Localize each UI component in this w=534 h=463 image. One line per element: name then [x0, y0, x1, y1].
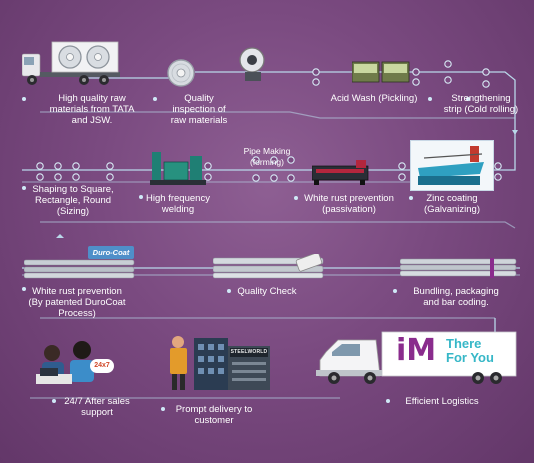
label-hf-welding: High frequency welding [146, 193, 210, 215]
step-dot [139, 195, 143, 199]
label-white-rust-durocoat: White rust prevention (By patented DuroC… [28, 286, 126, 319]
uncoiler-machine-illustration [239, 47, 265, 81]
step-dot [153, 97, 157, 101]
acid-wash-tanks-illustration [352, 61, 410, 83]
label-raw-materials: High quality raw materials from TATA and… [49, 93, 135, 126]
truck-brand-line2: For You [446, 350, 494, 365]
step-dot [22, 97, 26, 101]
label-delivery: Prompt delivery to customer [175, 404, 253, 426]
label-logistics: Efficient Logistics [405, 396, 479, 407]
bundled-pipes-illustration [400, 258, 517, 278]
step-dot [393, 289, 397, 293]
speech-bubble: 24x7 [90, 359, 114, 373]
label-bundling: Bundling, packaging and bar coding. [413, 286, 499, 308]
step-dot [22, 186, 26, 190]
raw-material-truck-illustration [22, 41, 120, 85]
truck-brand-line1: There [446, 336, 482, 351]
support-agents-illustration [36, 341, 94, 384]
step-dot [428, 97, 432, 101]
step-dot [294, 196, 298, 200]
high-frequency-welding-machine-illustration [150, 152, 206, 185]
step-dot [161, 407, 165, 411]
label-strengthening: Strengthening strip (Cold rolling) [443, 93, 519, 115]
building-sign: STEELWORLD [230, 349, 268, 355]
label-quality-check: Quality Check [237, 286, 297, 297]
step-dot [227, 289, 231, 293]
durocoat-pipes-illustration [24, 259, 135, 279]
durocoat-badge: Duro-Coat [88, 246, 134, 259]
label-acid-wash: Acid Wash (Pickling) [330, 93, 418, 104]
inspection-coil-illustration [167, 59, 195, 87]
label-support: 24/7 After sales support [64, 396, 130, 418]
label-quality-inspection: Quality inspection of raw materials [170, 93, 228, 126]
step-dot [22, 287, 26, 291]
step-dot [409, 196, 413, 200]
zinc-coating-machine-illustration [410, 140, 494, 191]
label-white-rust-passivation: White rust prevention (passivation) [304, 193, 394, 215]
label-pipe-making: Pipe Making (forming) [243, 146, 291, 167]
step-dot [386, 399, 390, 403]
label-zinc-coating: Zinc coating (Galvanizing) [424, 193, 480, 215]
truck-brand-logo: iM [396, 333, 437, 368]
step-dot [466, 97, 470, 101]
quality-check-pipes-illustration [213, 254, 324, 279]
passivation-tank-illustration [312, 160, 369, 185]
step-dot [52, 399, 56, 403]
delivery-building-illustration [170, 336, 270, 390]
label-shaping: Shaping to Square, Rectangle, Round (Siz… [32, 184, 114, 217]
logistics-truck-illustration [316, 331, 517, 384]
